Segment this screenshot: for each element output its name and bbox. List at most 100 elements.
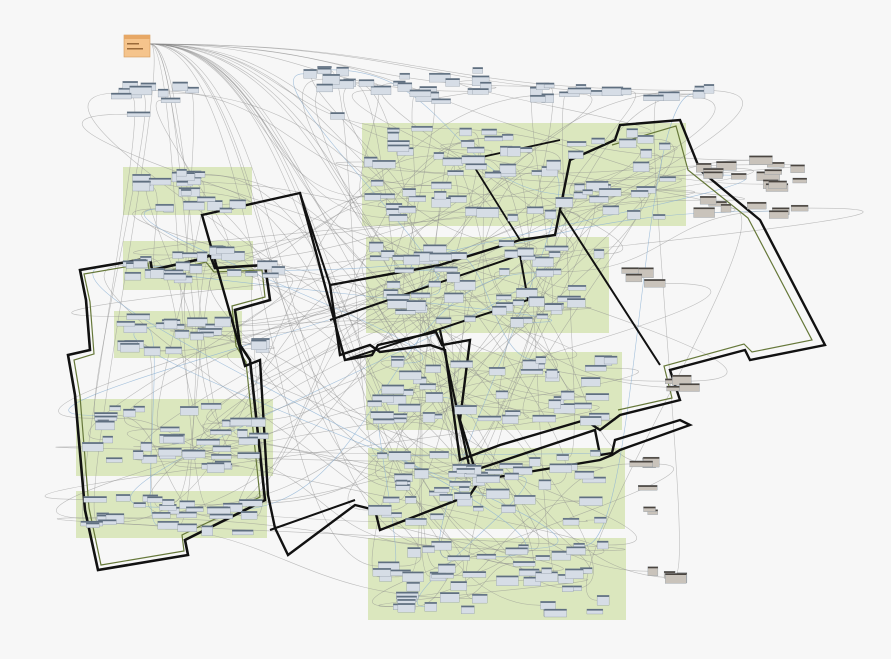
graph-node[interactable] xyxy=(386,280,401,289)
graph-node[interactable] xyxy=(160,426,180,432)
graph-node[interactable] xyxy=(370,85,392,95)
graph-node[interactable] xyxy=(387,299,409,309)
graph-node[interactable] xyxy=(380,193,395,199)
graph-node[interactable] xyxy=(155,203,174,212)
graph-node[interactable] xyxy=(405,496,417,504)
graph-node[interactable] xyxy=(372,418,395,424)
graph-node[interactable] xyxy=(303,69,317,79)
graph-node[interactable] xyxy=(530,94,546,103)
graph-node[interactable] xyxy=(549,463,572,473)
graph-node[interactable] xyxy=(434,486,450,493)
graph-node[interactable] xyxy=(454,492,471,500)
highlighted-node[interactable] xyxy=(123,34,151,58)
graph-node[interactable] xyxy=(566,546,586,555)
graph-node[interactable] xyxy=(461,155,485,164)
graph-node[interactable] xyxy=(201,525,213,536)
graph-node[interactable] xyxy=(102,435,113,444)
graph-node[interactable] xyxy=(632,161,650,172)
graph-node[interactable] xyxy=(411,125,433,132)
graph-node[interactable] xyxy=(147,496,163,503)
graph-node[interactable] xyxy=(764,169,782,175)
graph-node[interactable] xyxy=(132,450,144,460)
graph-node[interactable] xyxy=(476,207,499,218)
graph-node[interactable] xyxy=(407,547,421,558)
graph-node[interactable] xyxy=(141,454,158,464)
graph-node[interactable] xyxy=(429,252,452,261)
graph-node[interactable] xyxy=(486,488,510,499)
graph-node[interactable] xyxy=(83,496,107,503)
graph-node[interactable] xyxy=(749,155,773,165)
graph-node[interactable] xyxy=(768,180,787,189)
graph-node[interactable] xyxy=(461,605,475,614)
graph-node[interactable] xyxy=(532,256,554,267)
graph-node[interactable] xyxy=(150,268,164,279)
graph-node[interactable] xyxy=(414,468,429,479)
graph-node[interactable] xyxy=(544,303,562,311)
graph-node[interactable] xyxy=(163,318,178,329)
graph-node[interactable] xyxy=(643,94,664,101)
graph-node[interactable] xyxy=(546,159,561,171)
graph-node[interactable] xyxy=(402,188,416,197)
graph-node[interactable] xyxy=(459,127,472,137)
graph-node[interactable] xyxy=(262,272,279,278)
graph-node[interactable] xyxy=(182,252,198,258)
graph-node[interactable] xyxy=(769,210,789,219)
graph-node[interactable] xyxy=(391,358,404,368)
graph-node[interactable] xyxy=(462,571,487,578)
graph-node[interactable] xyxy=(454,405,477,415)
graph-node[interactable] xyxy=(133,502,146,508)
graph-node[interactable] xyxy=(626,128,638,138)
graph-node[interactable] xyxy=(629,460,653,468)
graph-node[interactable] xyxy=(579,496,603,506)
graph-node[interactable] xyxy=(372,394,394,403)
graph-node[interactable] xyxy=(703,171,723,179)
graph-node[interactable] xyxy=(445,78,460,87)
graph-node[interactable] xyxy=(496,575,519,586)
graph-node[interactable] xyxy=(492,305,507,316)
graph-node[interactable] xyxy=(598,188,622,197)
graph-node[interactable] xyxy=(620,87,632,96)
graph-node[interactable] xyxy=(562,517,580,526)
graph-node[interactable] xyxy=(434,190,447,200)
graph-node[interactable] xyxy=(403,254,420,266)
graph-node[interactable] xyxy=(95,420,115,431)
graph-node[interactable] xyxy=(574,183,585,191)
graph-node[interactable] xyxy=(556,454,569,461)
graph-node[interactable] xyxy=(132,174,151,182)
graph-node[interactable] xyxy=(659,142,671,150)
graph-node[interactable] xyxy=(160,97,181,103)
graph-node[interactable] xyxy=(790,164,805,173)
graph-node[interactable] xyxy=(438,563,456,574)
graph-node[interactable] xyxy=(499,268,510,276)
graph-node[interactable] xyxy=(429,72,451,83)
graph-node[interactable] xyxy=(399,72,410,80)
graph-node[interactable] xyxy=(245,271,258,277)
graph-node[interactable] xyxy=(388,451,411,461)
graph-node[interactable] xyxy=(370,411,394,419)
graph-node[interactable] xyxy=(484,171,502,179)
graph-node[interactable] xyxy=(473,505,484,512)
graph-node[interactable] xyxy=(574,402,592,409)
graph-node[interactable] xyxy=(630,190,649,198)
graph-node[interactable] xyxy=(214,316,231,328)
graph-node[interactable] xyxy=(498,240,515,247)
graph-node[interactable] xyxy=(429,451,449,459)
graph-node[interactable] xyxy=(447,170,464,176)
graph-node[interactable] xyxy=(596,595,610,606)
graph-node[interactable] xyxy=(428,280,441,288)
graph-node[interactable] xyxy=(240,511,258,520)
graph-node[interactable] xyxy=(187,317,208,327)
graph-node[interactable] xyxy=(510,317,524,328)
graph-node[interactable] xyxy=(652,214,666,220)
graph-node[interactable] xyxy=(507,214,518,222)
graph-node[interactable] xyxy=(582,476,606,484)
graph-node[interactable] xyxy=(180,406,199,416)
graph-node[interactable] xyxy=(397,603,416,613)
graph-node[interactable] xyxy=(180,189,192,196)
graph-node[interactable] xyxy=(549,251,561,258)
graph-node[interactable] xyxy=(143,346,161,356)
graph-node[interactable] xyxy=(566,141,587,147)
graph-node[interactable] xyxy=(541,567,552,574)
graph-node[interactable] xyxy=(461,140,475,148)
graph-node[interactable] xyxy=(495,390,509,399)
